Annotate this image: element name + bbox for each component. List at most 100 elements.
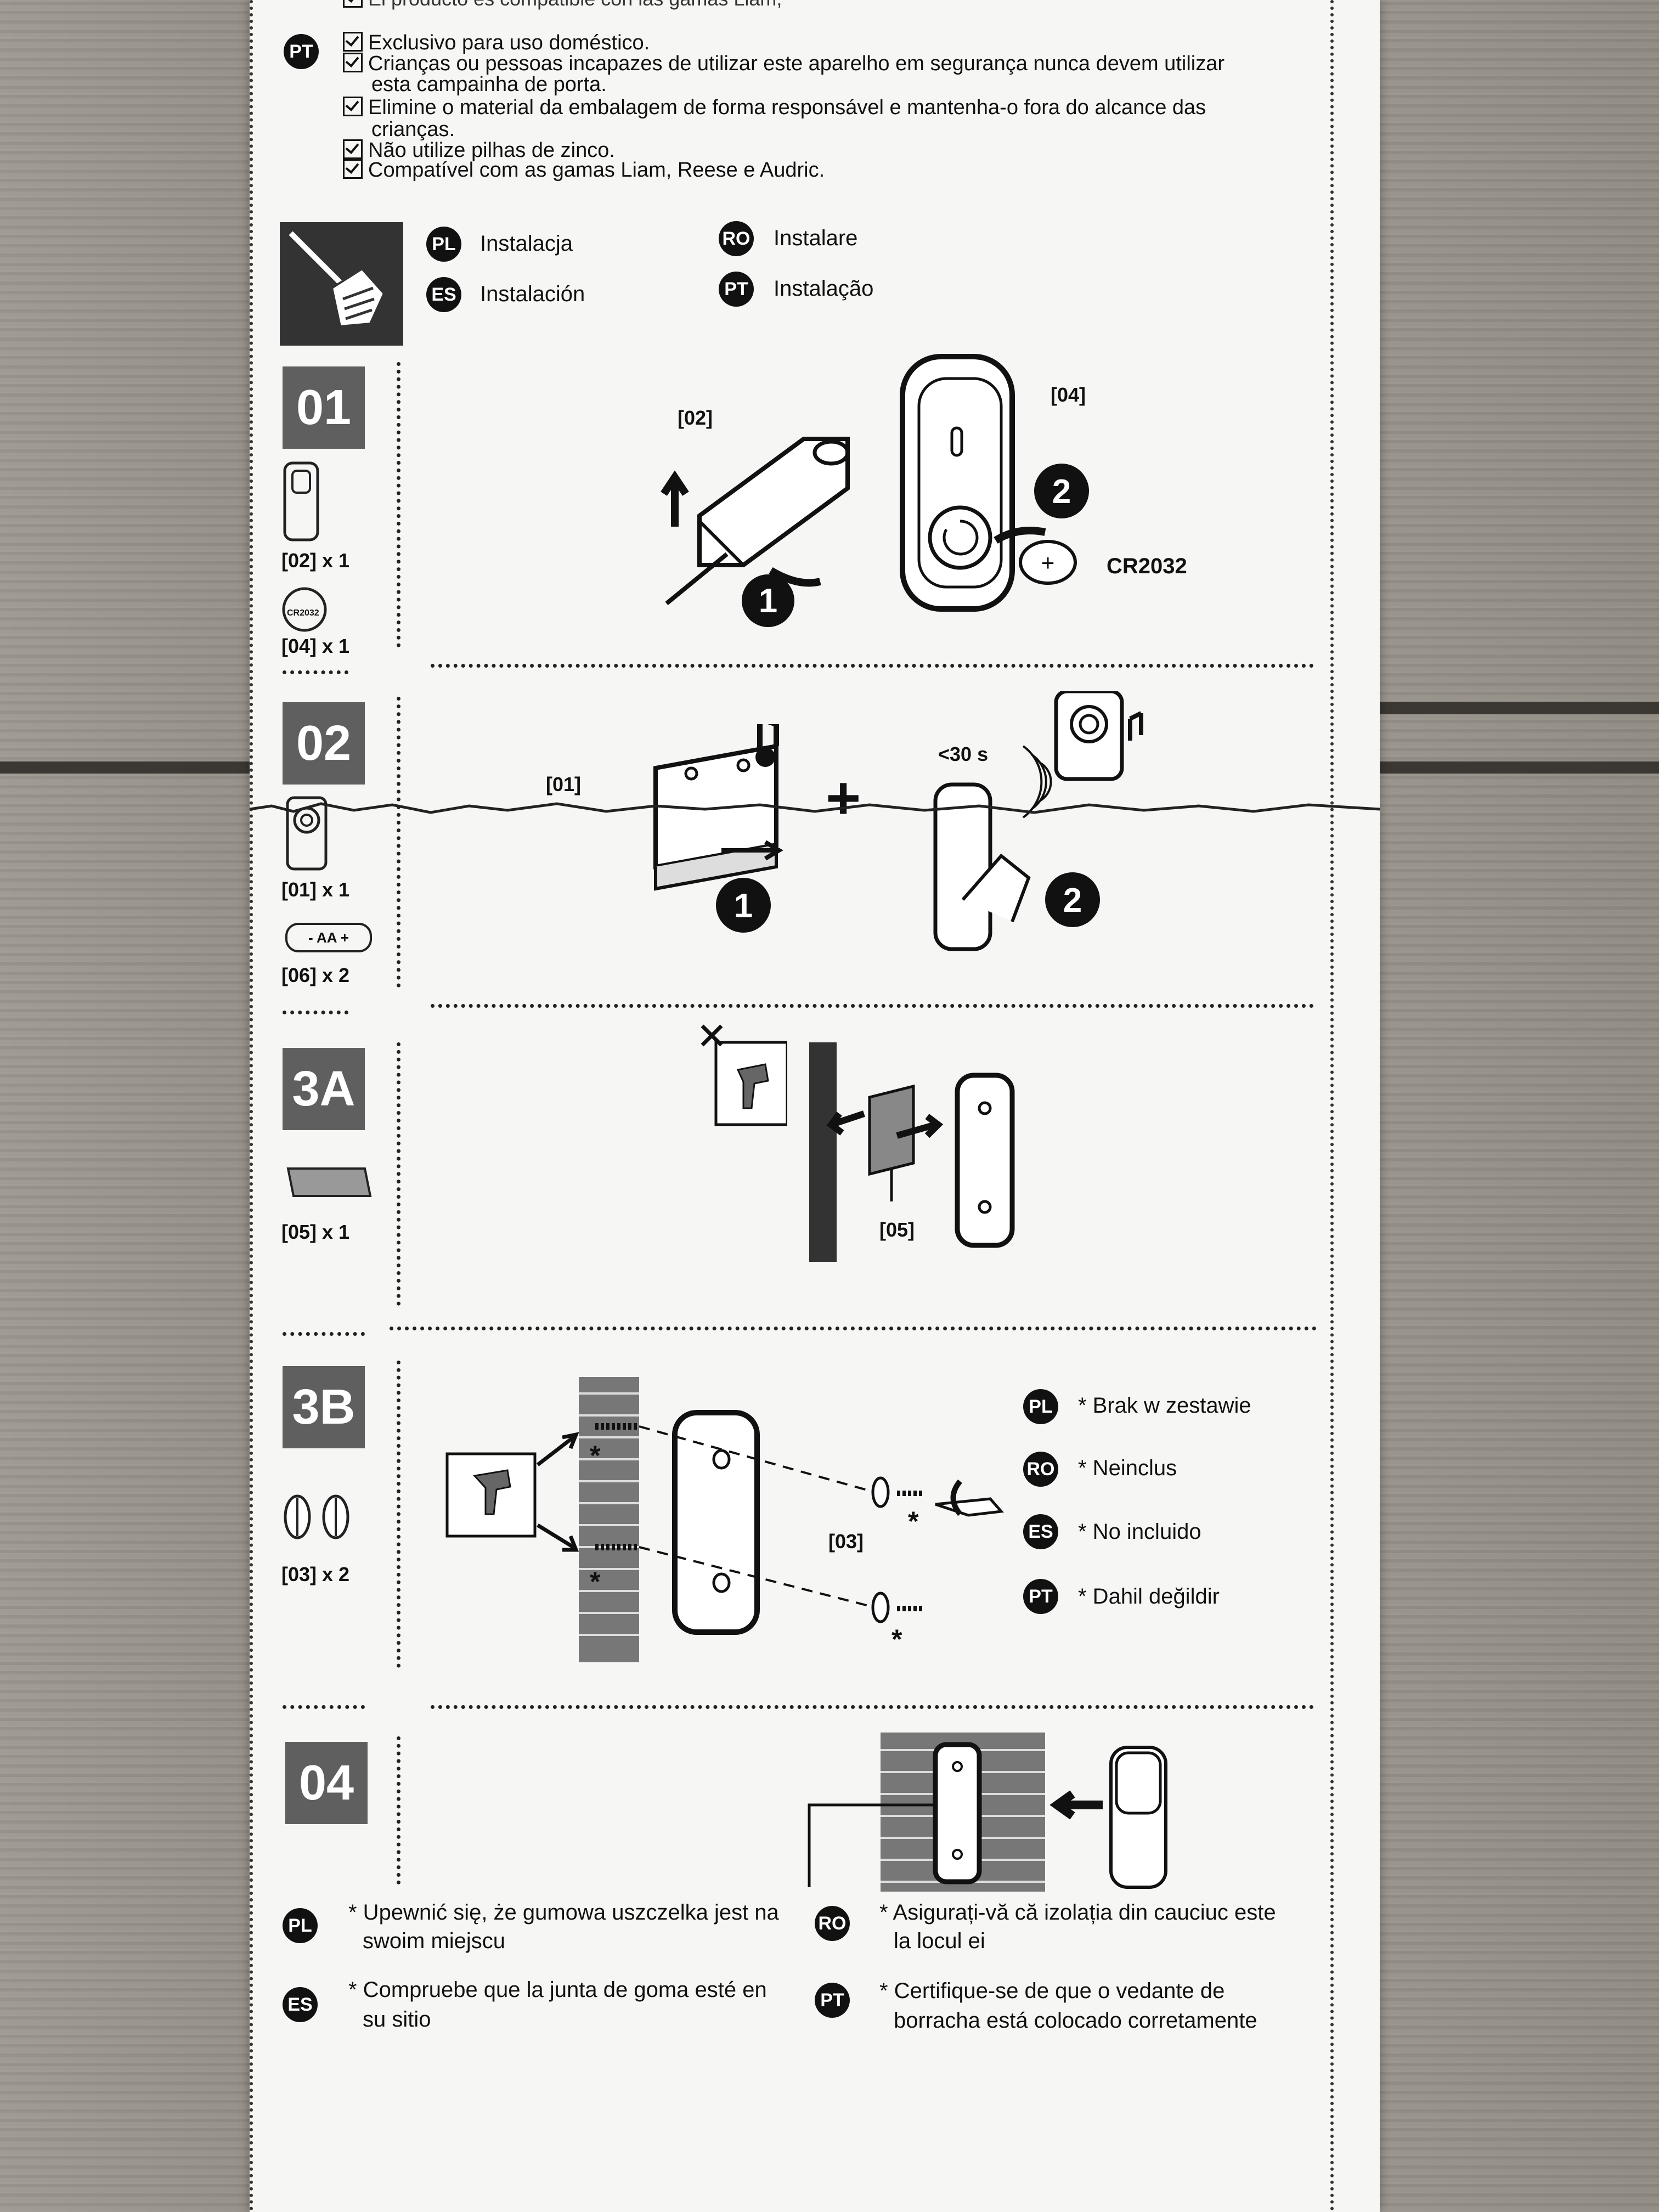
press-button-pair-illustration: 2 [933,691,1143,951]
not-included-note-pt: * Dahil değildir [1078,1584,1220,1609]
checkbox-icon [343,0,363,8]
seal-note-pl-line1: * Upewnić się, że gumowa uszczelka jest … [348,1900,779,1925]
brick-wall [579,1377,639,1662]
no-drill-icon [701,1024,787,1126]
safety-item-text: Crianças ou pessoas incapazes de utiliza… [368,52,1224,75]
safety-item-text: Exclusivo para uso doméstico. [368,31,650,54]
lang-badge-pl: PL [1023,1389,1058,1424]
installation-ro-label: Instalare [774,226,858,250]
button-back-battery-illustration: 2 + [900,354,1089,612]
section-divider [283,1705,365,1709]
installation-es-label: Instalación [480,282,585,306]
seal-note-es-line2: su sitio [363,2007,431,2032]
not-included-note-pl: * Brak w zestawie [1078,1393,1251,1418]
instruction-leaflet: El producto es compatible con las gamas … [250,0,1380,2212]
step-04-number: 04 [285,1742,368,1824]
lang-badge-es: ES [1023,1514,1058,1549]
step-number-2: 2 [1052,473,1071,511]
safety-item-continuation: crianças. [371,118,455,141]
battery-plus-sign: + [1041,550,1055,575]
seal-note-pl-line2: swoim miejscu [363,1929,506,1953]
step-01-number: 01 [283,366,365,449]
callout-02: [02] [678,407,713,429]
step-divider [397,697,400,988]
lang-badge-ro: RO [815,1906,850,1941]
checkbox-icon [343,32,363,52]
lang-badge-ro: RO [719,221,754,256]
safety-item: Elimine o material da embalagem de forma… [343,97,1206,119]
checkbox-icon [343,139,363,159]
seal-note-ro-line1: * Asigurați-vă că izolația din cauciuc e… [879,1900,1276,1925]
section-divider [390,1327,1317,1330]
not-included-star: * [590,1566,601,1597]
seal-note-ro-line2: la locul ei [894,1929,985,1953]
installation-pl-label: Instalacja [480,232,573,256]
safety-item-text: Compatível com as gamas Liam, Reese e Au… [368,159,825,182]
step-divider [397,1736,400,1884]
coin-battery-label: CR2032 [287,608,319,618]
not-included-star: * [590,1440,601,1471]
wood-plank-seam [1339,702,1659,714]
step-divider [397,1042,400,1306]
adhesive-mount-illustration [809,1042,1015,1262]
lang-badge-pl: PL [426,227,461,262]
not-included-star: * [891,1624,902,1655]
lang-badge-es: ES [426,277,461,312]
part-count-04: [04] x 1 [281,635,350,657]
coin-battery-part-icon [282,587,327,632]
part-count-03: [03] x 2 [281,1563,350,1585]
section-divider [283,1011,348,1014]
leaflet-right-border [1330,0,1334,2212]
adhesive-pad-part-icon [286,1167,372,1197]
wall-plug-part-icon [284,1494,349,1539]
chime-battery-insert-illustration: 1 [653,724,783,933]
lang-badge-es: ES [283,1987,318,2022]
push-button-part-icon [283,461,319,541]
section-divider [283,670,348,674]
section-divider [431,1705,1314,1709]
step-number-1: 1 [734,887,753,925]
safety-item: Compatível com as gamas Liam, Reese e Au… [343,159,825,181]
part-count-06: [06] x 2 [281,964,350,986]
lang-badge-ro: RO [1023,1452,1058,1487]
seal-note-es-line1: * Compruebe que la junta de goma esté en [348,1978,767,2002]
seal-note-pt-line1: * Certifique-se de que o vedante de [879,1979,1225,2003]
section-divider [283,1332,365,1336]
cut-header-text: El producto es compatible con las gamas … [343,0,782,10]
checkbox-icon [343,159,363,179]
seal-note-pt: * Certifique-se de que o vedante de borra… [879,1976,1257,2035]
step-number-2: 2 [1063,882,1082,919]
step-3a-number: 3A [283,1048,365,1130]
lang-badge-pt: PT [719,272,754,307]
installation-pt-label: Instalação [774,276,874,301]
step-02-number: 02 [283,702,365,785]
seal-note-es: * Compruebe que la junta de goma esté en… [348,1975,767,2034]
cut-header-label: El producto es compatible con las gamas … [368,0,782,10]
not-included-note-ro: * Neinclus [1078,1456,1177,1480]
callout-01: [01] [546,773,582,795]
aa-battery-part-icon: - AA + [285,923,372,952]
seal-note-ro: * Asigurați-vă că izolația din cauciuc e… [879,1898,1276,1955]
not-included-note-es: * No incluido [1078,1520,1201,1544]
step-divider [397,1361,400,1668]
battery-type-label: CR2032 [1107,554,1187,578]
checkbox-icon [343,53,363,72]
section-divider [431,664,1314,668]
lang-badge-pt: PT [1023,1579,1058,1614]
lang-badge-pl: PL [283,1908,318,1943]
callout-04: [04] [1051,383,1086,406]
plus-icon: + [826,764,861,832]
seal-note-pt-line2: borracha está colocado corretamente [894,2008,1257,2033]
lang-badge-pt: PT [815,1983,850,2018]
chime-part-icon [286,796,328,871]
safety-item: Não utilize pilhas de zinco. [343,139,615,161]
callout-05: [05] [879,1218,915,1241]
not-included-star: * [908,1506,919,1537]
step-3b-number: 3B [283,1366,365,1448]
rubber-seal-check-illustration [808,1733,1167,1892]
lang-badge-pt: PT [284,34,319,69]
paper-tear-line [250,802,1380,814]
step-number-1: 1 [759,582,777,620]
open-push-button-illustration: 1 [661,437,850,627]
safety-item-continuation: esta campainha de porta. [371,73,607,96]
